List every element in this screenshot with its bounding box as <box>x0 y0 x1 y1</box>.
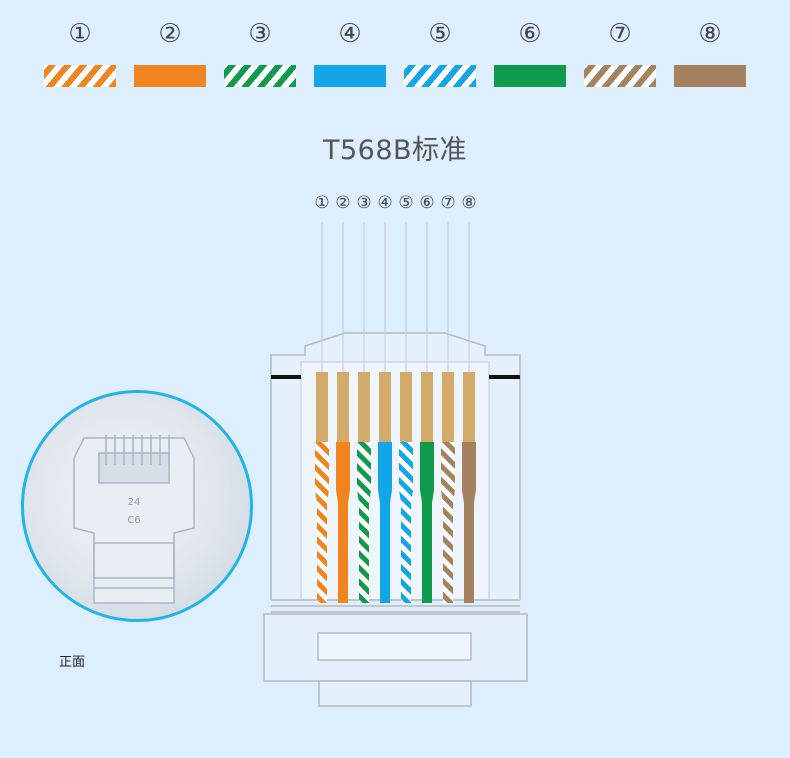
contact-pin-7 <box>442 372 454 442</box>
wire-2 <box>336 442 350 603</box>
wire-6 <box>420 442 434 603</box>
contact-pin-5 <box>400 372 412 442</box>
contact-pin-4 <box>379 372 391 442</box>
connector-body <box>264 333 527 706</box>
contact-pin-3 <box>358 372 370 442</box>
contact-pin-6 <box>421 372 433 442</box>
contact-pin-8 <box>463 372 475 442</box>
rj45-photo-illustration: 24 C6 <box>24 393 250 619</box>
wire-8 <box>462 442 476 603</box>
wire-4 <box>378 442 392 603</box>
photo-caption: 正面 <box>59 651 85 670</box>
contact-pin-1 <box>316 372 328 442</box>
wire-7 <box>441 442 455 603</box>
connector-photo: 24 C6 <box>21 390 253 622</box>
photo-text-2: C6 <box>127 515 140 526</box>
wire-3 <box>357 442 371 603</box>
wire-5 <box>399 442 413 603</box>
contact-pin-2 <box>337 372 349 442</box>
wire-1 <box>315 442 329 603</box>
photo-text-1: 24 <box>128 497 141 508</box>
